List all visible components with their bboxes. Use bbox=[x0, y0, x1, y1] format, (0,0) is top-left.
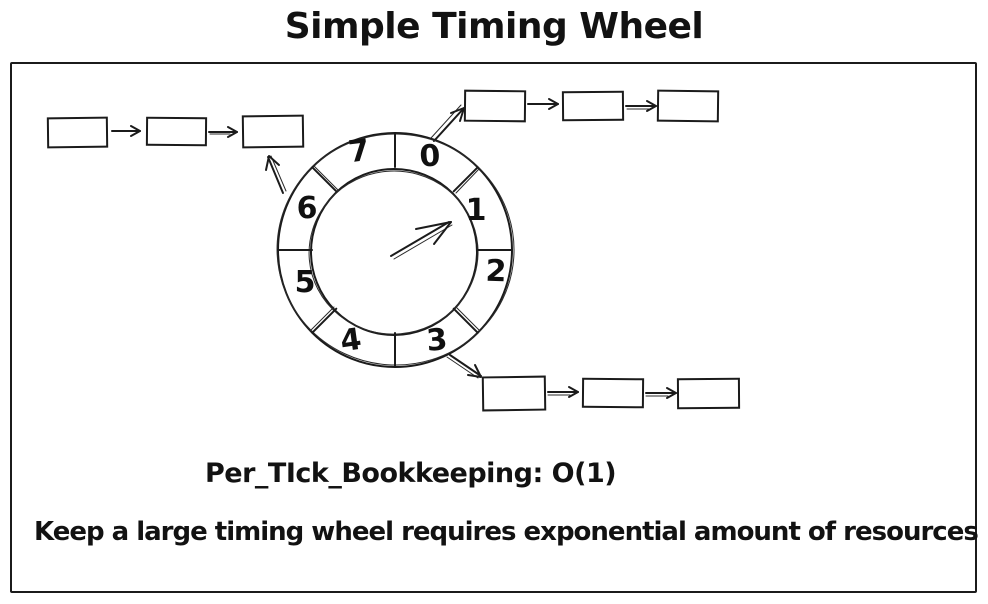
timer-node bbox=[241, 114, 305, 149]
timer-list-bottom-right bbox=[446, 354, 741, 412]
wheel-segment-label-4: 4 bbox=[338, 321, 364, 360]
next-pointer-arrow-icon bbox=[208, 126, 238, 138]
wheel-segment-label-5: 5 bbox=[294, 265, 316, 300]
wheel-segment-label-7: 7 bbox=[346, 132, 372, 171]
wheel-spoke bbox=[311, 166, 338, 193]
wheel-segment-label-0: 0 bbox=[418, 138, 442, 175]
wheel-spoke bbox=[452, 166, 479, 193]
bucket-pointer-arrow-icon bbox=[446, 354, 482, 379]
diagram-title: Simple Timing Wheel bbox=[284, 6, 704, 47]
wheel-outer-ring-sketch bbox=[276, 133, 515, 366]
diagram-frame bbox=[10, 62, 977, 593]
wheel-spokes bbox=[277, 132, 513, 368]
timer-node bbox=[581, 377, 645, 409]
timing-wheel bbox=[276, 132, 515, 368]
timer-list-top-right bbox=[430, 89, 720, 142]
next-pointer-arrow-icon bbox=[111, 125, 141, 137]
wheel-segment-label-3: 3 bbox=[425, 322, 449, 359]
timer-node bbox=[656, 89, 720, 123]
timer-node bbox=[46, 116, 109, 149]
timer-node bbox=[676, 377, 741, 410]
wheel-inner-ring-sketch bbox=[308, 170, 479, 335]
wheel-segment-label-2: 2 bbox=[484, 253, 508, 290]
wheel-spoke bbox=[311, 307, 338, 334]
wheel-segment-label-6: 6 bbox=[296, 191, 318, 226]
timer-list-top-left bbox=[46, 114, 305, 194]
timer-node bbox=[463, 89, 527, 123]
wheel-segment-label-1: 1 bbox=[465, 193, 487, 228]
wheel-spoke bbox=[452, 307, 479, 334]
timer-node bbox=[481, 375, 547, 412]
next-pointer-arrow-icon bbox=[527, 98, 559, 110]
caption-note: Keep a large timing wheel requires expon… bbox=[34, 517, 979, 547]
bookkeeping-note: Per_TIck_Bookkeeping: O(1) bbox=[205, 458, 617, 489]
clock-hand-arrow-icon bbox=[390, 221, 453, 260]
timer-node bbox=[145, 116, 208, 147]
bucket-pointer-arrow-icon bbox=[430, 104, 465, 142]
next-pointer-arrow-icon bbox=[625, 100, 657, 112]
next-pointer-arrow-icon bbox=[645, 387, 677, 399]
next-pointer-arrow-icon bbox=[547, 386, 579, 398]
bucket-pointer-arrow-icon bbox=[265, 155, 287, 194]
timer-node bbox=[561, 90, 625, 122]
